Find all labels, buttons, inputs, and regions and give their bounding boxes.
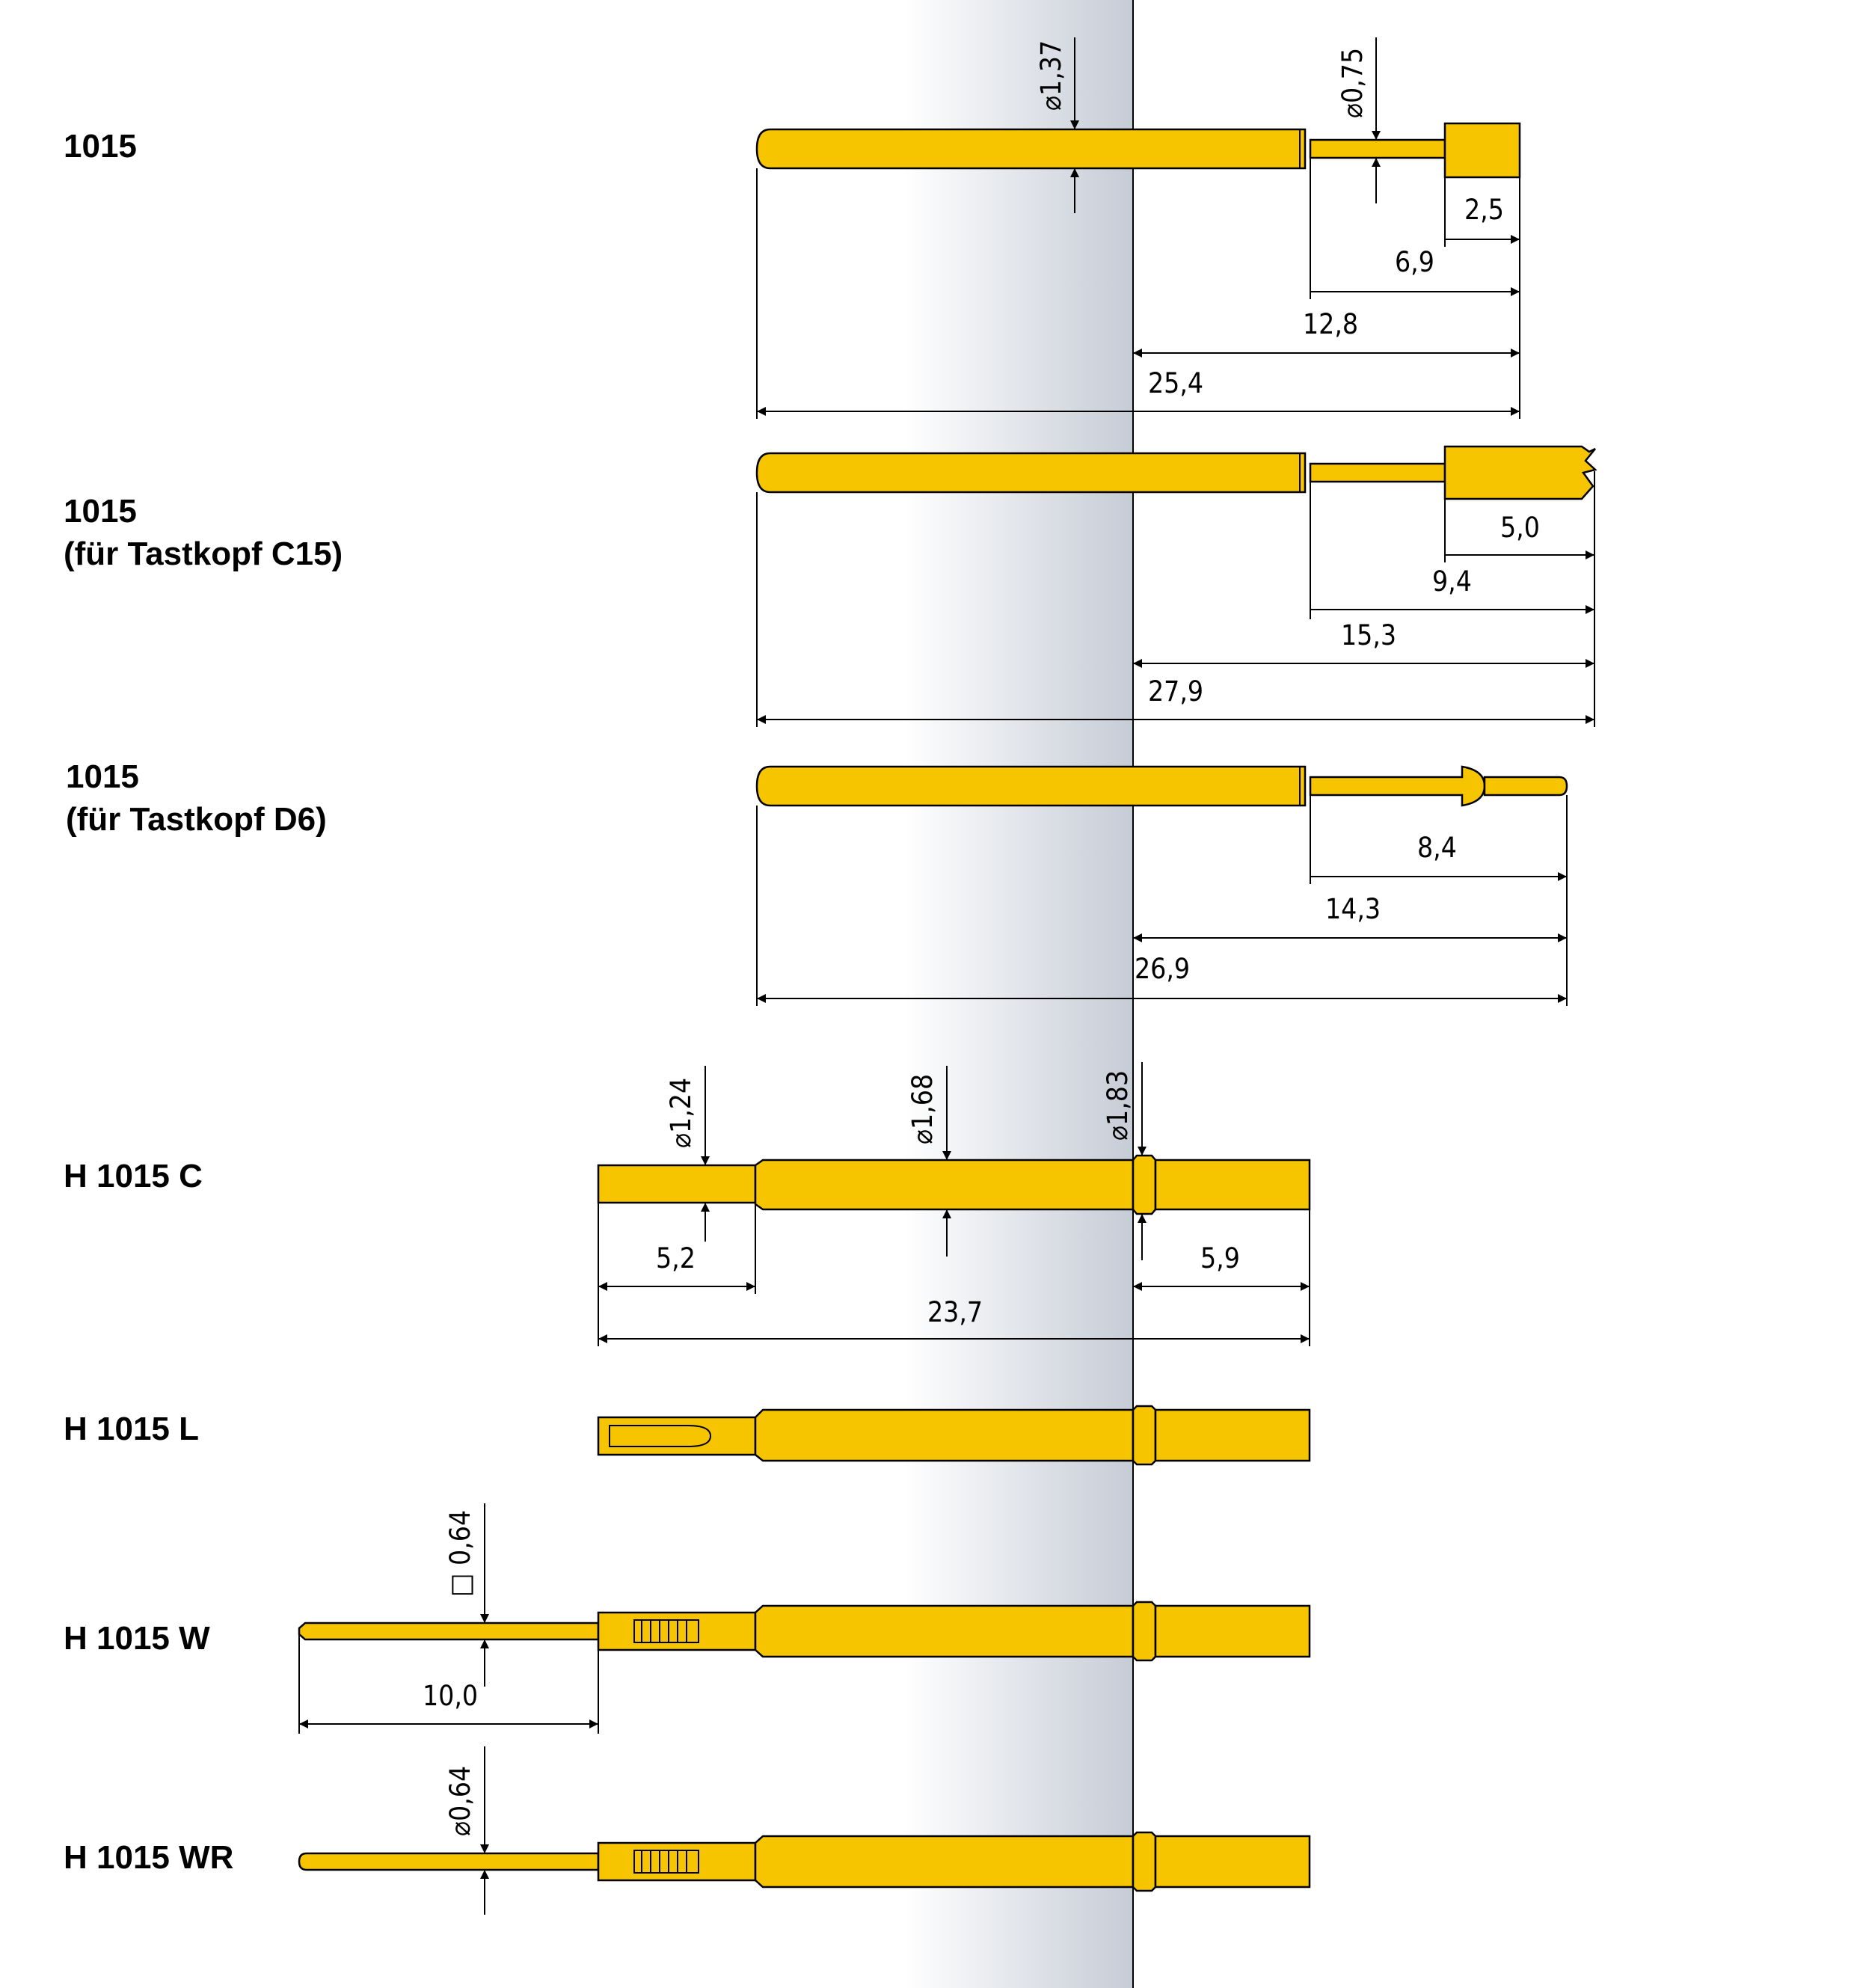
probe-wire-pin [298, 1852, 600, 1871]
probe-plunger [1309, 462, 1446, 483]
probe-collar [1132, 1601, 1157, 1662]
probe-tip-round [1483, 776, 1568, 797]
probe-barrel [755, 765, 1307, 807]
probe-receptacle-body [754, 1159, 1135, 1211]
probe-slot [609, 1425, 712, 1447]
dim-b: 14,3 [1325, 893, 1381, 925]
dim-c: 23,7 [927, 1296, 983, 1328]
probe-receptacle-head [1154, 1159, 1311, 1211]
dim-b: 6,9 [1395, 246, 1434, 278]
probe-1015-c15: 1015 (für Tastkopf C15) 5,0 9,4 15,3 27,… [64, 445, 1597, 727]
probe-receptacle-body [754, 1835, 1135, 1889]
dim-diameter-3: ⌀1,83 [1102, 1070, 1134, 1141]
probe-h1015wr: H 1015 WR ⌀0,64 [64, 1746, 1311, 1915]
dim-diameter-1: ⌀1,24 [665, 1078, 697, 1148]
probe-knurl [633, 1850, 699, 1874]
dim-c: 12,8 [1303, 308, 1358, 340]
probe-1015: 1015 ⌀1,37 ⌀0,75 2,5 6,9 12,8 25,4 [64, 37, 1521, 419]
probe-knurl [633, 1619, 699, 1643]
probe-label: H 1015 L [64, 1411, 199, 1447]
probe-receptacle-body [754, 1408, 1135, 1462]
probe-label: 1015 [64, 493, 137, 530]
probe-receptacle-body [754, 1604, 1135, 1658]
probe-plunger [1309, 138, 1446, 159]
probe-label: H 1015 W [64, 1620, 210, 1657]
probe-collar [1132, 1154, 1157, 1215]
probe-wire-pin [298, 1622, 600, 1641]
probe-h1015l: H 1015 L [64, 1405, 1311, 1466]
probe-receptacle-head [1154, 1408, 1311, 1462]
probe-plunger [1309, 765, 1486, 807]
probe-label-sub: (für Tastkopf C15) [64, 536, 343, 572]
probe-label: 1015 [66, 758, 139, 795]
dim-b: 9,4 [1432, 565, 1472, 598]
dim-c: 26,9 [1135, 953, 1190, 985]
probe-barrel [755, 452, 1307, 494]
probe-1015-d6: 1015 (für Tastkopf D6) 8,4 14,3 26,9 [66, 758, 1568, 1006]
probe-collar [1132, 1405, 1157, 1466]
probe-receptacle-head [1154, 1604, 1311, 1658]
dim-a: 10,0 [423, 1680, 478, 1712]
background-gradient-panel [905, 0, 1133, 1988]
probe-h1015w: H 1015 W □ 0,64 10,0 [64, 1503, 1311, 1734]
probe-receptacle-head [1154, 1835, 1311, 1889]
probe-label-sub: (für Tastkopf D6) [66, 801, 327, 838]
probe-barrel [755, 128, 1307, 170]
probe-label: H 1015 WR [64, 1839, 233, 1876]
dim-a: 8,4 [1417, 832, 1457, 864]
probe-tip-crown [1443, 445, 1597, 500]
probe-h1015c: H 1015 C ⌀1,24 ⌀1,68 ⌀1,83 5,2 5,9 23,7 [64, 1062, 1311, 1346]
dim-d: 27,9 [1148, 675, 1203, 708]
dim-c: 15,3 [1341, 619, 1396, 651]
dim-a: 5,2 [656, 1242, 696, 1274]
probe-label: 1015 [64, 128, 137, 165]
dim-b: 5,9 [1200, 1242, 1240, 1274]
dim-a: 5,0 [1500, 512, 1540, 544]
dim-square: □ 0,64 [444, 1510, 476, 1597]
dim-diameter: ⌀0,64 [444, 1766, 476, 1836]
dim-diameter-2: ⌀1,68 [906, 1074, 939, 1144]
dim-diameter-tip: ⌀0,75 [1336, 48, 1369, 118]
probe-tip-flat [1443, 122, 1521, 179]
probe-collar [1132, 1831, 1157, 1892]
probe-label: H 1015 C [64, 1158, 203, 1194]
dim-a: 2,5 [1464, 194, 1504, 226]
dim-d: 25,4 [1148, 367, 1203, 399]
probe-receptacle-tail [597, 1164, 757, 1204]
dim-diameter-main: ⌀1,37 [1035, 40, 1067, 111]
